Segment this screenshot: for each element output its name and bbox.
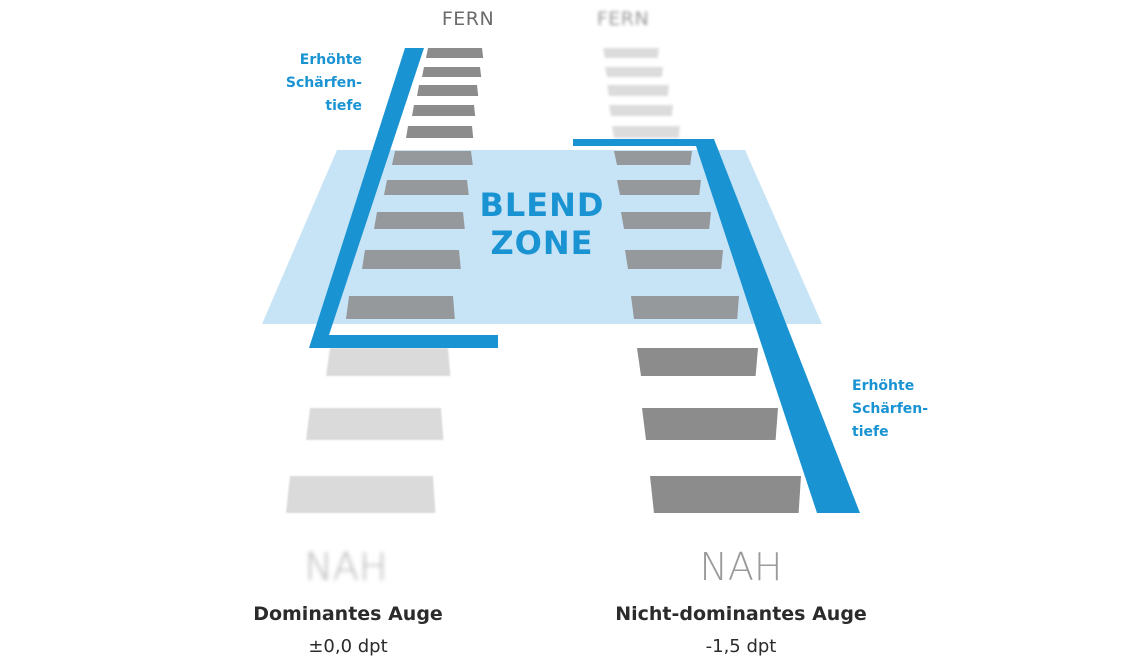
left-stripe-zone <box>384 180 469 195</box>
right-stripe-zone <box>625 250 723 269</box>
left-stripe-zone <box>346 296 455 319</box>
left-stripe-far <box>417 85 479 96</box>
left-eye-value: ±0,0 dpt <box>308 636 388 657</box>
left-stripe-near <box>326 348 451 376</box>
right-stripe-zone <box>631 296 739 319</box>
right-stripe-near <box>650 476 801 513</box>
right-eye-stripes <box>603 48 801 513</box>
right-eye-value: -1,5 dpt <box>705 636 777 657</box>
right-stripe-near <box>637 348 758 376</box>
right-far-label: FERN <box>596 8 650 30</box>
left-stripe-zone <box>392 151 473 165</box>
right-stripe-zone <box>621 212 711 229</box>
blend-zone-label: BLEND ZONE <box>479 186 605 262</box>
left-near-label: NAH <box>304 545 388 589</box>
left-depth-of-field-label: Erhöhte Schärfen- tiefe <box>285 52 362 114</box>
left-stripe-far <box>426 48 484 58</box>
left-eye-stripes <box>286 48 484 513</box>
left-stripe-zone <box>374 212 465 229</box>
right-stripe-far <box>607 85 669 96</box>
left-eye-stripes-in-zone <box>346 151 473 319</box>
left-depth-of-field-bracket <box>309 48 498 348</box>
right-stripe-far <box>609 105 673 116</box>
left-far-label: FERN <box>441 8 495 30</box>
right-stripe-near <box>642 408 778 440</box>
right-stripe-far <box>605 67 663 77</box>
right-near-label: NAH <box>699 545 783 589</box>
right-depth-of-field-bracket <box>573 139 860 513</box>
right-stripe-zone <box>614 151 692 165</box>
left-stripe-far <box>422 67 482 77</box>
left-eye-title: Dominantes Auge <box>253 603 443 625</box>
left-stripe-far <box>406 126 474 138</box>
right-depth-of-field-label: Erhöhte Schärfen- tiefe <box>852 378 929 440</box>
left-stripe-near <box>306 408 444 440</box>
right-stripe-far <box>603 48 659 58</box>
right-stripe-far <box>612 126 680 138</box>
right-stripe-zone <box>617 180 701 195</box>
left-stripe-zone <box>362 250 461 269</box>
left-stripe-near <box>286 476 436 513</box>
right-eye-title: Nicht-dominantes Auge <box>615 603 867 625</box>
right-eye-stripes-in-zone <box>614 151 739 319</box>
left-stripe-far <box>412 105 476 116</box>
